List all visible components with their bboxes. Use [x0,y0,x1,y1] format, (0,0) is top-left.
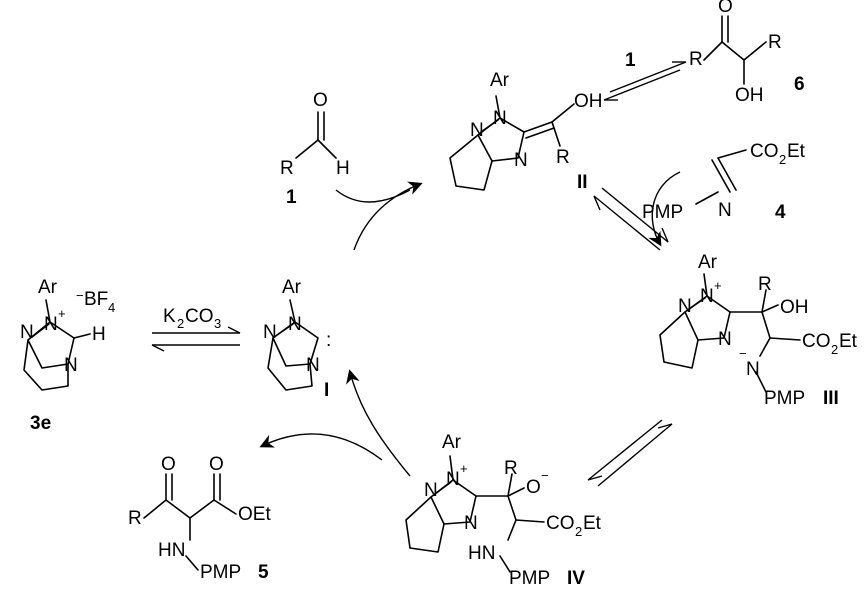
atom-pmp: PMP [200,562,241,583]
atom-o: O [209,454,224,475]
label-4: 4 [775,202,786,223]
atom-o: O [313,90,328,111]
reagent-sub3: 3 [214,316,221,331]
label-1: 1 [286,187,297,208]
charge-plus: + [714,278,722,293]
equilibrium-II-III [593,171,681,251]
atom-oh: OH [735,85,764,106]
atom-n: N [263,322,277,343]
carbene-colon: : [326,330,331,351]
atom-ar: Ar [282,277,302,298]
atom-n: N [424,480,438,501]
charge-plus: + [460,461,468,476]
atom-oh: OH [780,297,809,318]
label-II: II [577,172,588,193]
atom-r: R [556,147,570,168]
label-IV: IV [567,568,585,589]
reagent-co: CO [185,306,214,327]
atom-co: CO [750,141,779,162]
atom-ar: Ar [490,70,510,91]
atom-oh: OH [574,91,603,112]
compound-IV: N N + N Ar R O − CO 2 Et HN PMP IV [405,432,602,589]
atom-n: N [718,200,732,221]
atom-n: N [718,329,732,350]
atom-r: R [504,458,518,479]
subscript-2: 2 [779,152,786,167]
atom-o: O [161,454,176,475]
atom-r: R [758,274,772,295]
compound-II: N N N Ar OH R II [449,70,603,193]
subscript-2: 2 [575,524,582,539]
compound-5: O O R OEt HN PMP 5 [128,454,271,583]
atom-n: N [470,120,484,141]
atom-o: O [718,0,733,17]
charge-minus: − [76,288,84,303]
atom-pmp: PMP [509,568,550,589]
compound-6: O R R OH 6 [689,0,805,106]
k2co3-equilibrium: K 2 CO 3 [151,306,241,352]
atom-h: H [92,324,106,345]
cycle-arrows [259,181,423,477]
compound-1-aldehyde: O R H 1 [280,90,350,208]
atom-n: N [746,359,760,380]
atom-bf: BF [84,289,108,310]
atom-et: Et [787,141,806,162]
atom-ar: Ar [698,252,718,273]
atom-n: N [464,513,478,534]
atom-n: N [64,355,78,376]
atom-n: N [20,322,34,343]
atom-pmp: PMP [764,388,805,409]
atom-co: CO [546,513,575,534]
charge-minus: − [541,468,549,483]
charge-minus: − [739,346,747,361]
compound-I: N N N Ar : I [263,277,331,401]
subscript-4: 4 [108,300,115,315]
atom-n: N [493,108,507,129]
atom-n: N [288,314,302,335]
atom-nplus: N [446,469,460,490]
label-3e: 3e [30,413,51,434]
atom-et: Et [583,513,602,534]
atom-co: CO [802,331,831,352]
atom-et: Et [839,331,858,352]
compound-4: CO 2 Et N PMP 4 [642,141,806,223]
compound-3e: N N + N Ar H − BF 4 3e [20,277,115,434]
compound-III: N N + N Ar R OH CO 2 Et − N PMP III [659,252,858,409]
subscript-2: 2 [831,342,838,357]
atom-pmp: PMP [642,202,683,223]
atom-nplus: N [700,286,714,307]
equilibrium-III-IV [587,419,673,487]
atom-o: O [526,477,541,498]
atom-ar: Ar [442,432,462,453]
atom-n: N [514,150,528,171]
atom-r: R [768,32,782,53]
atom-hn: HN [158,540,185,561]
atom-n: N [306,355,320,376]
charge-plus: + [58,306,66,321]
atom-r: R [128,508,142,529]
atom-h: H [336,158,350,179]
atom-ar: Ar [38,277,58,298]
label-III: III [823,388,839,409]
label-1: 1 [625,50,636,71]
atom-r: R [280,158,294,179]
reagent-k: K [163,306,176,327]
label-I: I [324,380,329,401]
label-6: 6 [794,74,805,95]
atom-n: N [678,296,692,317]
atom-hn: HN [468,543,495,564]
reagent-sub2: 2 [177,316,184,331]
label-5: 5 [258,562,269,583]
equilibrium-II-6: 1 [603,50,687,101]
atom-nplus: N [44,314,58,335]
atom-r: R [689,49,703,70]
atom-oet: OEt [238,504,271,525]
